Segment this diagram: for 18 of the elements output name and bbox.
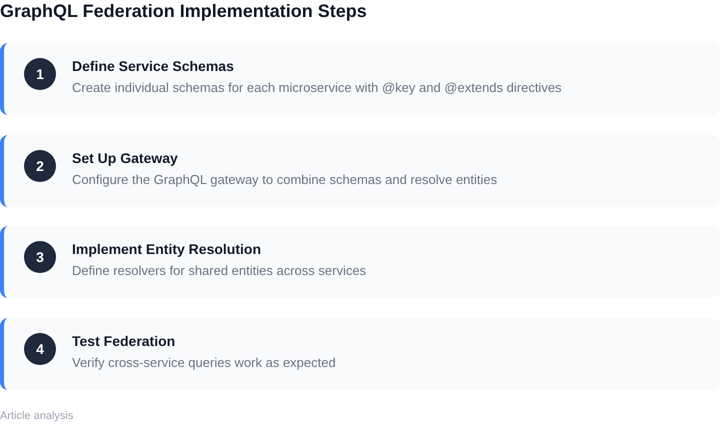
diagram-title: GraphQL Federation Implementation Steps [0, 0, 367, 22]
step-description: Verify cross-service queries work as expected [72, 355, 336, 371]
step-title: Implement Entity Resolution [72, 241, 262, 258]
step-title: Test Federation [72, 333, 176, 350]
step-card [0, 135, 720, 207]
step-title: Set Up Gateway [72, 150, 178, 167]
step-number: 2 [24, 150, 56, 182]
step-card [0, 43, 720, 115]
step-card [0, 318, 720, 390]
step-number: 4 [24, 333, 56, 365]
step-description: Define resolvers for shared entities across services [72, 263, 366, 279]
step-description: Create individual schemas for each microservice with @key and @extends directives [72, 80, 562, 96]
footer-note: Article analysis [0, 409, 74, 423]
step-card [0, 226, 720, 298]
step-title: Define Service Schemas [72, 58, 234, 75]
step-number: 1 [24, 58, 56, 90]
step-number: 3 [24, 241, 56, 273]
step-description: Configure the GraphQL gateway to combine schemas and resolve entities [72, 172, 498, 188]
